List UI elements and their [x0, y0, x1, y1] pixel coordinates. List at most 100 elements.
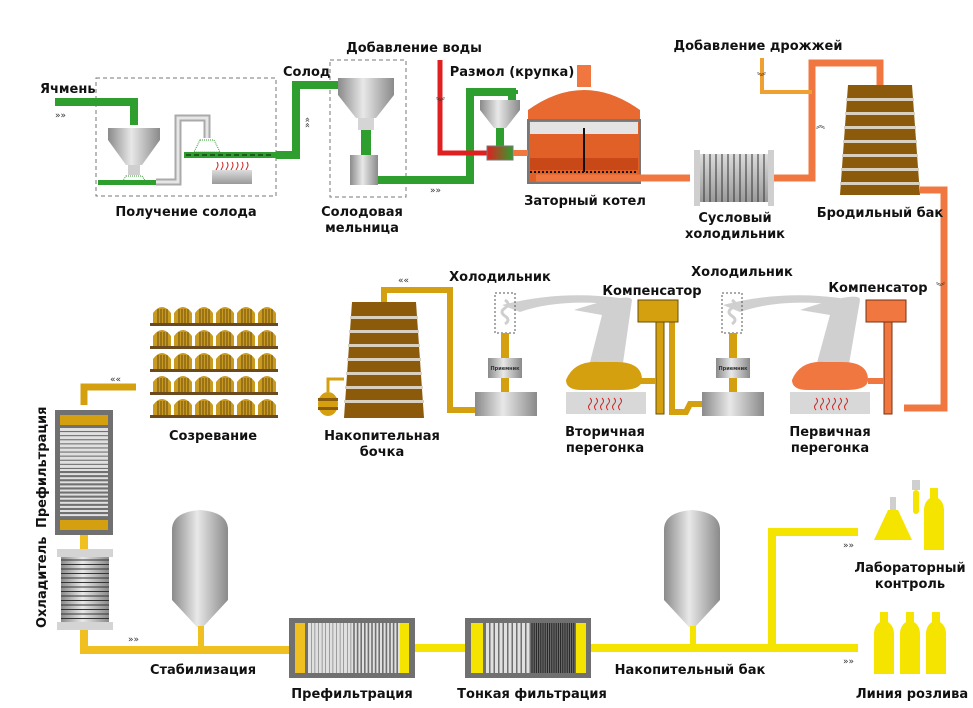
flow-arrow-right: »»: [843, 657, 854, 667]
chiller: [61, 557, 109, 622]
water-pipe: [437, 60, 488, 156]
compensator-2: [637, 299, 679, 323]
barrel-icon: [258, 307, 276, 323]
barrel-icon: [237, 307, 255, 323]
flow-arrow-right: »»: [55, 111, 66, 121]
barrel-icon: [195, 399, 213, 415]
barrel-rack: [150, 415, 278, 418]
spray-icon: [121, 175, 147, 183]
label-bottling: Линия розлива: [856, 687, 968, 702]
label-lab-1: Лабораторный: [854, 561, 965, 576]
barrel-icon: [174, 307, 192, 323]
stabilization-tank: [172, 510, 228, 627]
steeping-hopper: [108, 128, 160, 165]
maturation-barrels: [150, 307, 278, 418]
wash-still: [792, 361, 868, 390]
svg-text:Приемник: Приемник: [718, 366, 748, 372]
barrel-rack: [150, 323, 278, 326]
lyne-arm: [502, 295, 620, 312]
still-furnace: [790, 392, 870, 414]
bottle-icon: [900, 612, 920, 674]
barrel-icon: [216, 330, 234, 346]
mill-boundary: [329, 59, 407, 198]
receiver-1: [716, 358, 750, 378]
wash-pipe: [904, 186, 948, 412]
malting-boundary: [95, 77, 277, 197]
heat-waves-icon: [588, 397, 622, 411]
barrel-rack: [150, 369, 278, 372]
barrel-icon: [216, 399, 234, 415]
label-compensator-1: Компенсатор: [828, 281, 927, 296]
barrel-icon: [216, 376, 234, 392]
label-stabilization: Стабилизация: [150, 663, 256, 678]
barrel-icon: [258, 376, 276, 392]
flow-arrow-right: »»: [843, 541, 854, 551]
label-grinding: Размол (крупка): [450, 65, 575, 80]
small-barrel-icon: [318, 392, 338, 416]
spirit-tank-1: [702, 392, 764, 416]
kiln-furnace: [212, 170, 252, 184]
malting-section: »» »» »» ︾: [55, 58, 948, 412]
flow-arrow-right: »»: [430, 186, 441, 196]
flow-arrow-down: ︾: [757, 72, 766, 83]
barrel-icon: [153, 353, 171, 369]
barrel-icon: [258, 399, 276, 415]
label-first-distillation-2: перегонка: [791, 441, 869, 456]
spirit-still: [566, 361, 642, 390]
label-mash-tun: Заторный котел: [524, 194, 646, 209]
grist-pipe: [378, 88, 516, 184]
barrel-icon: [153, 399, 171, 415]
barrel-icon: [153, 376, 171, 392]
germination-floor: [98, 180, 156, 185]
distillation-section: Приемник Приемник ««: [150, 276, 907, 418]
barrel-icon: [153, 307, 171, 323]
barrel-icon: [195, 330, 213, 346]
label-barley: Ячмень: [40, 82, 96, 97]
storage-tank: [664, 510, 720, 627]
barrel-icon: [174, 353, 192, 369]
mash-tun-dome: [528, 90, 640, 120]
mixing-chamber: [486, 145, 514, 161]
label-maturation: Созревание: [169, 429, 257, 444]
yeast-pipe: [760, 58, 812, 94]
air-duct: [156, 114, 211, 186]
barrel-icon: [153, 330, 171, 346]
fermenter: [840, 85, 920, 195]
barrel-icon: [174, 399, 192, 415]
barrel-icon: [258, 330, 276, 346]
label-storage-tank: Накопительный бак: [615, 663, 766, 678]
mill-hopper: [338, 78, 394, 118]
barrel-icon: [195, 353, 213, 369]
barrel-icon: [174, 376, 192, 392]
flow-arrow-up: ︽: [816, 121, 825, 131]
fermenter-feed-pipe: [774, 59, 884, 182]
bottle-icon: [874, 612, 894, 674]
barrel-rack: [150, 392, 278, 395]
barrel-icon: [195, 307, 213, 323]
svg-text:Приемник: Приемник: [490, 366, 520, 372]
barrel-icon: [237, 399, 255, 415]
label-water: Добавление воды: [346, 41, 482, 56]
barrel-icon: [258, 353, 276, 369]
label-fermenter: Бродильный бак: [817, 206, 944, 221]
label-prefilter: Префильтрация: [291, 687, 412, 702]
test-tube-icon: [912, 480, 920, 514]
flow-arrow-left: ««: [110, 375, 121, 385]
label-condenser-1: Холодильник: [691, 265, 793, 280]
condenser-2: [494, 292, 516, 334]
flask-icon: [874, 497, 912, 540]
label-wort-cooler-2: холодильник: [685, 227, 785, 242]
condenser-1: [721, 292, 743, 334]
flow-arrow-left: ««: [398, 276, 409, 286]
lab-pipe: [768, 528, 858, 648]
hopper-spout: [128, 165, 140, 175]
flow-arrow-right: »»: [128, 635, 139, 645]
still-furnace: [566, 392, 646, 414]
label-malt-mill-1: Солодовая: [321, 205, 403, 220]
spray-icon: [193, 139, 221, 153]
label-first-distillation-1: Первичная: [789, 425, 870, 440]
label-second-distillation-1: Вторичная: [565, 425, 645, 440]
label-yeast: Добавление дрожжей: [674, 39, 843, 54]
heat-waves-icon: [814, 397, 848, 411]
